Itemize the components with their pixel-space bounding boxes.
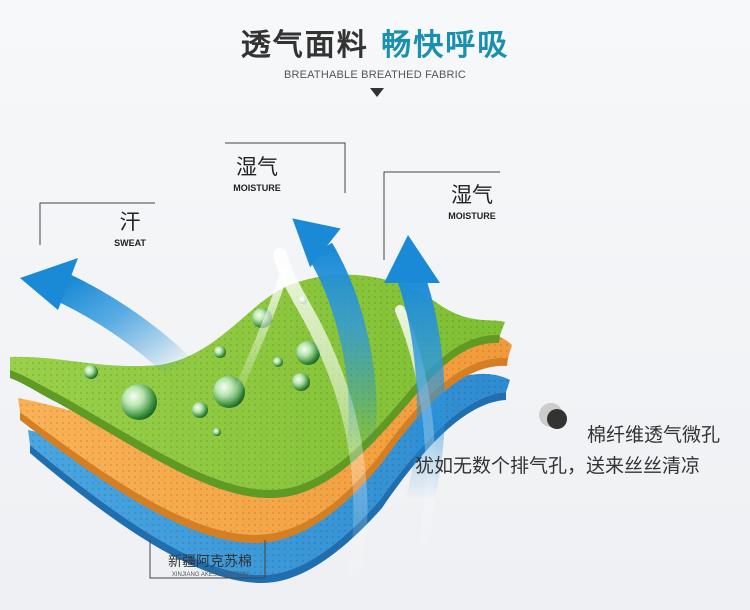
label-moisture-left-cn: 湿气: [236, 155, 278, 179]
label-moisture-right: 湿气 MOISTURE: [437, 179, 507, 221]
droplet-4: [296, 341, 320, 365]
water-droplets: [84, 296, 320, 436]
callout-lines: [39, 142, 500, 260]
moisture-arrow-right-icon: [384, 235, 445, 504]
title-part-1: 透气面料: [240, 28, 369, 63]
callout-line-sweat: [39, 202, 155, 245]
label-moisture-right-cn: 湿气: [451, 183, 493, 207]
feature-line-1: 棉纤维透气微孔: [587, 424, 721, 446]
feature-line-2: 犹如无数个排气孔，送来丝丝清凉: [415, 455, 701, 477]
sweat-arrow-icon: [20, 258, 191, 379]
bullet-dot-icon: [547, 409, 567, 429]
green-fabric-layer: [10, 274, 505, 498]
droplet-11: [213, 428, 221, 436]
label-sweat-cn: 汗: [119, 210, 141, 234]
callout-line-moisture-left: [225, 142, 346, 193]
label-sweat-en: SWEAT: [114, 238, 146, 248]
droplet-6: [192, 402, 208, 418]
moisture-arrow-left-icon: [292, 218, 377, 452]
label-moisture-right-en: MOISTURE: [448, 211, 496, 221]
label-moisture-left-en: MOISTURE: [233, 183, 281, 193]
callout-line-moisture-right: [383, 171, 500, 260]
droplet-5: [292, 373, 310, 391]
label-sweat: 汗 SWEAT: [100, 206, 160, 248]
page-title: 透气面料 畅快呼吸: [0, 20, 750, 64]
title-part-2: 畅快呼吸: [381, 28, 510, 63]
droplet-8: [214, 346, 226, 358]
down-triangle-icon: [370, 88, 384, 97]
cotton-label: 新疆阿克苏棉 XINJIANG AKESU COTTON: [150, 551, 270, 578]
droplet-1: [121, 384, 157, 420]
page-subtitle: BREATHABLE BREATHED FABRIC: [283, 69, 467, 81]
label-moisture-left: 湿气 MOISTURE: [222, 151, 292, 193]
droplet-7: [84, 365, 98, 379]
cotton-label-en: XINJIANG AKESU COTTON: [171, 572, 249, 578]
cotton-label-cn: 新疆阿克苏棉: [168, 554, 252, 570]
droplet-9: [273, 357, 283, 367]
